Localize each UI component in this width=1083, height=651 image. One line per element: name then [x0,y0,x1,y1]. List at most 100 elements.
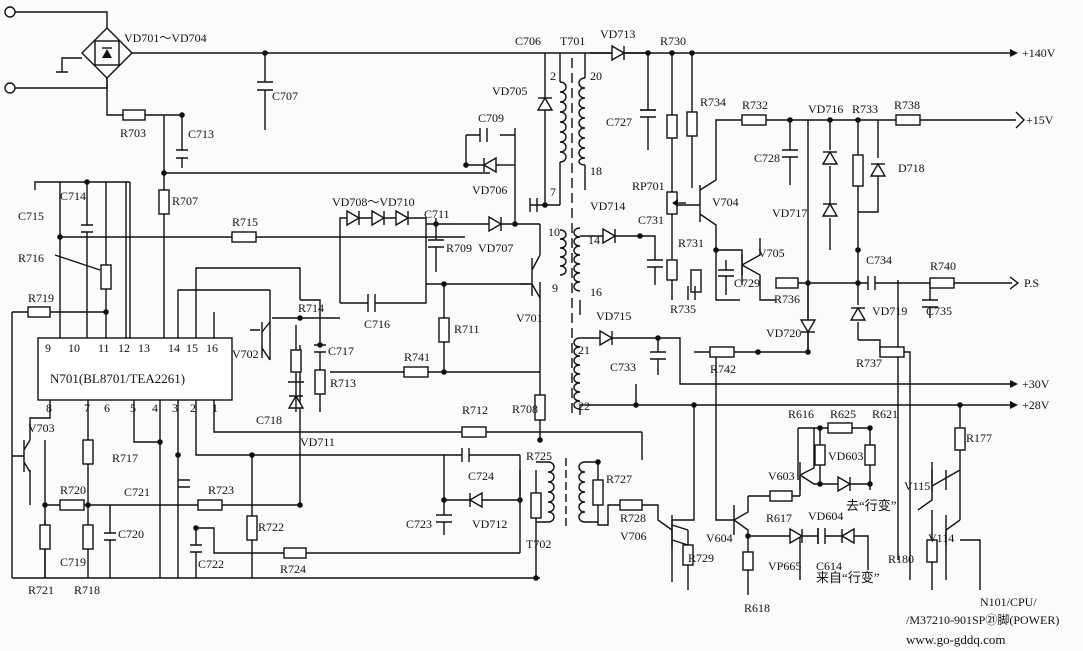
diode-vd715 [596,329,620,347]
ac-input-terminal [4,82,16,94]
label-c707: C707 [272,89,298,103]
label-c724: C724 [468,469,494,483]
resistor-r617 [769,490,793,502]
label-r731: R731 [678,236,704,250]
label-r709: R709 [446,241,472,255]
label-r618: R618 [744,601,770,615]
ic-pin: 10 [68,341,80,355]
resistor-r734 [686,111,698,137]
label-c727: C727 [606,115,632,129]
transformer-pin: 10 [548,225,560,239]
ic-pin: 15 [186,341,198,355]
label-r714: R714 [298,301,324,315]
label-vd708-710: VD708～VD710 [332,195,415,209]
ic-pin: 2 [190,401,196,415]
resistor-r738 [895,114,921,126]
label-c709: C709 [478,111,504,125]
note-from-horizontal-output: 来自“行变” [816,570,880,585]
resistor-r707 [158,189,170,215]
transistor-v706 [671,515,689,548]
transformer-pin: 9 [552,281,558,295]
label-d718: D718 [898,161,925,175]
resistor-r718 [82,524,94,550]
junction-dots [42,50,963,581]
label-c731: C731 [638,213,664,227]
label-v702: V702 [232,347,259,361]
label-v704: V704 [712,195,739,209]
output-arrow-ps [1009,276,1020,290]
bridge-rectifier [81,27,133,79]
label-c718: C718 [256,413,282,427]
resistor-r733 [852,154,864,187]
output-arrow-30v [1010,380,1018,388]
ic-pin: 12 [118,341,130,355]
parts [4,6,1025,581]
resistor-r703 [122,109,146,121]
label-vd717: VD717 [772,206,807,220]
label-r738: R738 [894,98,920,112]
resistor-r727 [592,479,604,506]
label-vp665: VP665 [768,559,801,573]
label-t702: T702 [526,537,551,551]
diode-vd720 [799,319,817,334]
diode-vp665 [788,527,806,545]
ic-pin: 13 [138,341,150,355]
transformer-pin: 20 [590,69,602,83]
resistor-r722 [246,515,258,541]
resistor-r625 [827,422,853,434]
resistor-r725 [530,492,542,519]
label-r703: R703 [120,126,146,140]
output-arrow-140v [1010,49,1018,57]
transformer-t701 [559,58,586,418]
label-v703: V703 [28,421,55,435]
diode-string-vd708-710 [345,209,418,227]
label-v115: V115 [904,479,930,493]
label-c719: C719 [60,555,86,569]
label-c716: C716 [364,317,390,331]
label-v706: V706 [620,529,647,543]
label-v604: V604 [706,531,733,545]
label-r708: R708 [512,402,538,416]
label-c614: C614 [816,559,842,573]
ic-pin: 3 [172,401,178,415]
label-r713: R713 [330,376,356,390]
label-r720: R720 [60,483,86,497]
ic-pin: 7 [84,401,90,415]
transistor-v703 [12,439,31,473]
resistor-r732 [741,114,767,126]
transistor-v702 [261,321,271,361]
output-label-ps: P.S [1024,276,1039,290]
label-r725: R725 [526,449,552,463]
wires [11,11,1016,595]
resistor-r735 [690,269,702,293]
label-r736: R736 [774,292,800,306]
label-c722: C722 [198,557,224,571]
label-r733: R733 [852,102,878,116]
resistor-r618 [742,551,754,571]
ic-pin: 9 [45,341,51,355]
label-r712: R712 [462,403,488,417]
website-watermark: www.go-gddq.com [906,632,1006,647]
label-vd713: VD713 [600,27,635,41]
label-r723: R723 [208,483,234,497]
resistor-r728 [619,499,643,511]
label-r715: R715 [232,215,258,229]
label-vd604: VD604 [808,509,843,523]
note-cpu-line2: /M37210-901SP㉑脚(POWER) [906,612,1059,627]
output-arrow-15v [1015,111,1025,129]
label-vd719: VD719 [872,304,907,318]
label-r707: R707 [172,194,198,208]
output-label-28v: +28V [1022,398,1050,412]
transformer-pin: 18 [590,164,602,178]
transformer-pin: 22 [578,399,590,413]
label-r724: R724 [280,562,306,576]
diode-vd706 [478,156,500,174]
resistor-r715 [231,231,257,243]
label-c714: C714 [60,189,86,203]
label-v603: V603 [768,469,795,483]
label-c706: C706 [515,34,541,48]
label-vd711: VD711 [300,435,335,449]
label-v701: V701 [516,311,543,325]
resistor-r740 [929,277,955,289]
